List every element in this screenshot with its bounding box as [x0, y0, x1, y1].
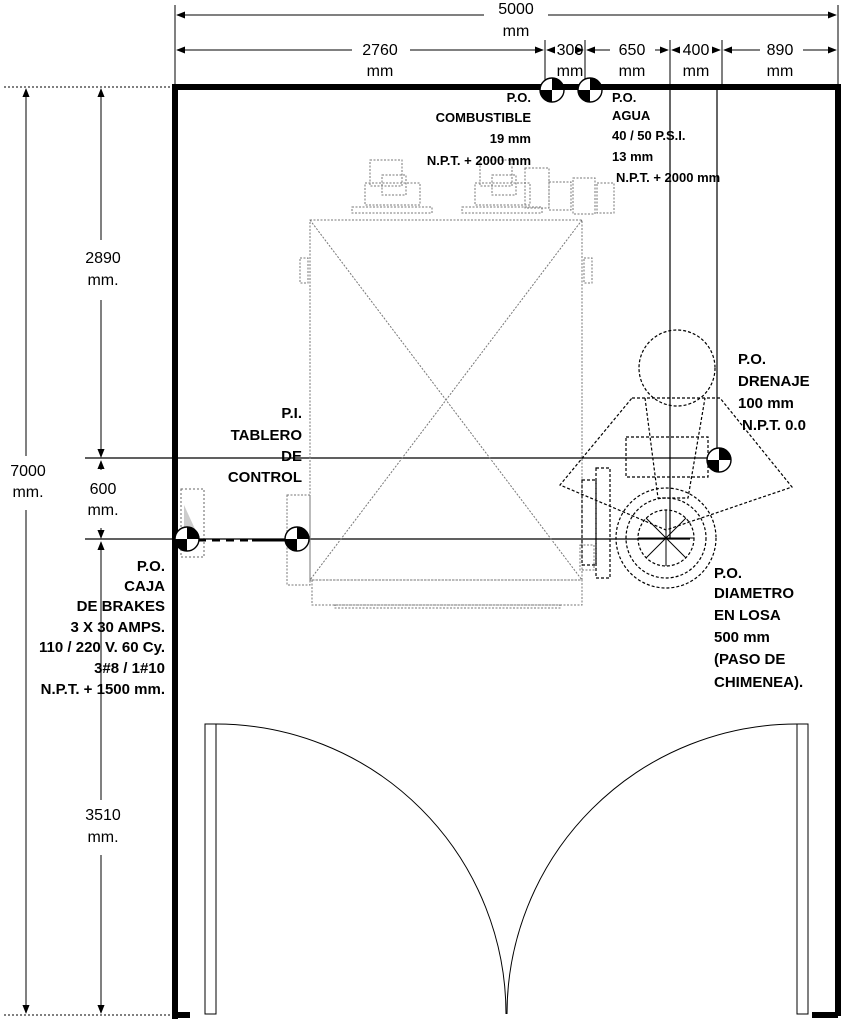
label-agua: P.O. AGUA 40 / 50 P.S.I. 13 mm N.P.T. + … [612, 90, 720, 185]
walls [172, 84, 841, 1019]
dim-3510: 3510 [85, 807, 121, 824]
svg-text:19 mm: 19 mm [490, 131, 531, 146]
svg-text:100 mm: 100 mm [738, 395, 794, 412]
dim-7000-unit: mm. [12, 484, 43, 501]
dim-600-unit: mm. [87, 502, 118, 519]
svg-text:P.O.: P.O. [714, 565, 742, 582]
dim-890-unit: mm [767, 63, 794, 80]
svg-text:P.O.: P.O. [738, 351, 766, 368]
svg-text:3 X 30 AMPS.: 3 X 30 AMPS. [71, 619, 165, 636]
dim-2890: 2890 [85, 250, 121, 267]
label-brakes: P.O. CAJA DE BRAKES 3 X 30 AMPS. 110 / 2… [39, 558, 165, 698]
dim-5000: 5000 [498, 1, 534, 18]
dim-650: 650 [619, 42, 646, 59]
svg-text:TABLERO: TABLERO [231, 427, 303, 444]
svg-text:P.I.: P.I. [281, 405, 302, 422]
svg-text:DE BRAKES: DE BRAKES [77, 598, 165, 615]
dim-400: 400 [683, 42, 710, 59]
svg-text:DE: DE [281, 448, 302, 465]
marker-agua [577, 77, 603, 103]
dim-400-unit: mm [683, 63, 710, 80]
left-dimension-labels: 7000 mm. 2890 mm. 600 mm. 3510 mm. [10, 250, 121, 846]
svg-text:P.O.: P.O. [507, 90, 531, 105]
dim-2890-unit: mm. [87, 272, 118, 289]
svg-text:EN LOSA: EN LOSA [714, 607, 781, 624]
svg-text:P.O.: P.O. [612, 90, 636, 105]
svg-text:DIAMETRO: DIAMETRO [714, 585, 794, 602]
svg-text:3#8 / 1#10: 3#8 / 1#10 [94, 660, 165, 677]
dim-2760: 2760 [362, 42, 398, 59]
dim-300: 300 [557, 42, 584, 59]
dim-890: 890 [767, 42, 794, 59]
point-markers [174, 77, 732, 552]
svg-text:N.P.T. + 2000 mm: N.P.T. + 2000 mm [427, 153, 531, 168]
dim-7000: 7000 [10, 463, 46, 480]
marker-brakes [174, 526, 200, 552]
marker-tablero [284, 526, 310, 552]
svg-text:500 mm: 500 mm [714, 629, 770, 646]
svg-text:N.P.T. 0.0: N.P.T. 0.0 [742, 417, 806, 434]
svg-text:40 / 50 P.S.I.: 40 / 50 P.S.I. [612, 128, 685, 143]
dim-650-unit: mm [619, 63, 646, 80]
top-dimensions [174, 5, 839, 84]
label-combustible: P.O. COMBUSTIBLE 19 mm N.P.T. + 2000 mm [427, 90, 532, 168]
label-chimenea: P.O. DIAMETRO EN LOSA 500 mm (PASO DE CH… [714, 565, 803, 691]
label-drenaje: P.O. DRENAJE 100 mm N.P.T. 0.0 [738, 351, 810, 434]
dim-5000-unit: mm [503, 23, 530, 40]
double-door [204, 723, 809, 1015]
svg-text:N.P.T. + 2000 mm: N.P.T. + 2000 mm [616, 170, 720, 185]
brake-box [180, 488, 290, 558]
dim-2760-unit: mm [367, 63, 394, 80]
chimney-center [638, 510, 694, 566]
dim-600: 600 [90, 481, 117, 498]
dim-3510-unit: mm. [87, 829, 118, 846]
svg-text:13 mm: 13 mm [612, 149, 653, 164]
svg-text:N.P.T. + 1500 mm.: N.P.T. + 1500 mm. [41, 681, 165, 698]
top-dimension-labels: 5000 mm 2760 mm 300 mm 650 mm 400 mm 890… [362, 1, 793, 80]
marker-combustible [539, 77, 565, 103]
svg-text:AGUA: AGUA [612, 108, 651, 123]
svg-text:CONTROL: CONTROL [228, 469, 302, 486]
svg-text:COMBUSTIBLE: COMBUSTIBLE [436, 110, 532, 125]
chimney-assembly [559, 329, 794, 589]
svg-text:110 / 220 V. 60 Cy.: 110 / 220 V. 60 Cy. [39, 639, 165, 656]
svg-text:(PASO DE: (PASO DE [714, 651, 785, 668]
svg-text:CAJA: CAJA [124, 578, 165, 595]
left-dimensions [4, 86, 170, 1016]
label-tablero: P.I. TABLERO DE CONTROL [228, 405, 302, 486]
marker-drenaje [706, 447, 732, 473]
svg-text:DRENAJE: DRENAJE [738, 373, 810, 390]
svg-text:P.O.: P.O. [137, 558, 165, 575]
dim-300-unit: mm [557, 63, 584, 80]
boiler-equipment [286, 159, 615, 609]
svg-text:CHIMENEA).: CHIMENEA). [714, 674, 803, 691]
